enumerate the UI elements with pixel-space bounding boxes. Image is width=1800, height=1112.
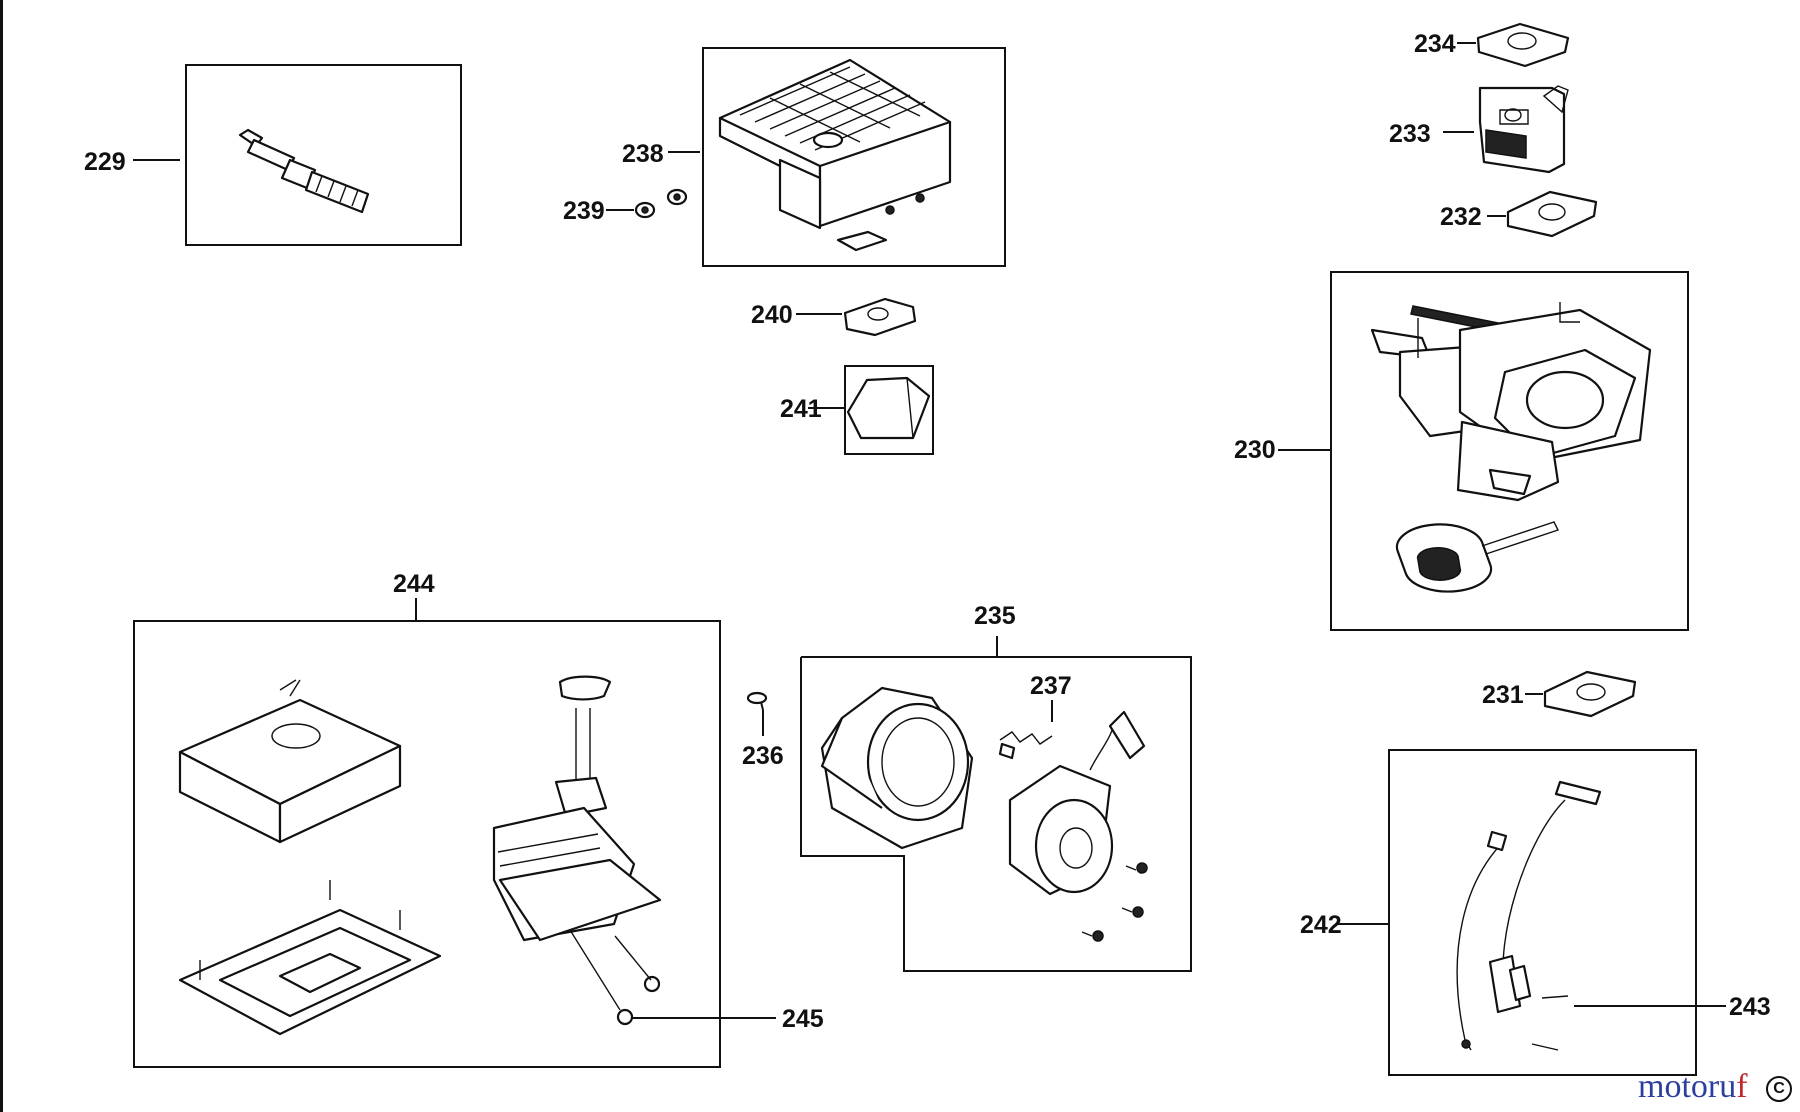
- part-240-gasket[interactable]: 240: [751, 297, 917, 337]
- part-237-spring[interactable]: 237: [998, 672, 1072, 760]
- muffler-icon: [718, 58, 952, 252]
- part-244-air-cleaner[interactable]: 244: [133, 570, 721, 1068]
- part-238-frame: [702, 47, 1006, 267]
- watermark-logo: motoruf: [1638, 1068, 1748, 1106]
- part-241-element[interactable]: 241: [780, 365, 934, 455]
- watermark-text-part1: motoru: [1638, 1068, 1737, 1105]
- part-244-frame: [133, 620, 721, 1068]
- part-239-nuts[interactable]: 239: [563, 188, 688, 225]
- callout-236: 236: [742, 742, 784, 770]
- callout-235: 235: [974, 602, 1016, 630]
- part-238-muffler[interactable]: 238: [622, 47, 1006, 267]
- part-236-screw[interactable]: 236: [742, 691, 784, 770]
- part-234-gasket[interactable]: 234: [1414, 22, 1570, 68]
- callout-242: 242: [1300, 911, 1342, 939]
- callout-245: 245: [782, 1005, 824, 1033]
- part-241-frame: [844, 365, 934, 455]
- callout-229: 229: [84, 148, 126, 176]
- air-cleaner-case-icon: [492, 675, 662, 1026]
- part-243-screw[interactable]: 243: [1574, 993, 1771, 1021]
- part-242-frame: [1388, 749, 1697, 1076]
- part-230-carburetor[interactable]: 230: [1234, 271, 1689, 631]
- gasket-icon: [1506, 190, 1598, 238]
- part-233-insulator[interactable]: 233: [1389, 85, 1569, 174]
- part-242-ignition-assembly[interactable]: 242: [1300, 749, 1697, 1076]
- spark-plug-icon: [238, 128, 370, 214]
- callout-238: 238: [622, 140, 664, 168]
- page-edge-line: [0, 0, 3, 1112]
- gasket-icon: [1476, 22, 1570, 68]
- part-245-nut[interactable]: 245: [632, 1005, 824, 1033]
- callout-241: 241: [780, 395, 822, 423]
- copyright-icon: C: [1766, 1076, 1792, 1102]
- part-231-gasket[interactable]: 231: [1482, 670, 1637, 718]
- callout-230: 230: [1234, 436, 1276, 464]
- gasket-icon: [843, 297, 917, 337]
- callout-240: 240: [751, 301, 793, 329]
- part-232-gasket[interactable]: 232: [1440, 190, 1598, 238]
- part-235-frame: [800, 656, 1192, 972]
- filter-element-icon: [846, 376, 931, 440]
- part-235-recoil-starter[interactable]: 235: [800, 602, 1192, 972]
- fan-cover-icon: [820, 686, 974, 850]
- recoil-starter-icon: [1008, 710, 1146, 896]
- ignition-cable-icon: [1456, 780, 1602, 1051]
- callout-244: 244: [393, 570, 435, 598]
- air-cleaner-cover-icon: [178, 679, 402, 844]
- callout-231: 231: [1482, 681, 1524, 709]
- screw-icon: [746, 691, 768, 711]
- insulator-icon: [1478, 85, 1569, 174]
- callout-237: 237: [1030, 672, 1072, 700]
- air-cleaner-base-icon: [178, 880, 442, 1036]
- callout-243: 243: [1729, 993, 1771, 1021]
- screw-icon: [1081, 862, 1148, 942]
- watermark-text-part2: f: [1736, 1068, 1748, 1105]
- callout-233: 233: [1389, 120, 1431, 148]
- part-229-frame: [185, 64, 462, 246]
- spring-icon: [998, 731, 1053, 760]
- callout-239: 239: [563, 197, 605, 225]
- gasket-icon: [1543, 670, 1637, 718]
- callout-234: 234: [1414, 30, 1456, 58]
- part-229-spark-plug[interactable]: 229: [84, 64, 462, 246]
- callout-232: 232: [1440, 203, 1482, 231]
- carburetor-icon: [1370, 302, 1652, 593]
- nut-icon: [634, 188, 688, 219]
